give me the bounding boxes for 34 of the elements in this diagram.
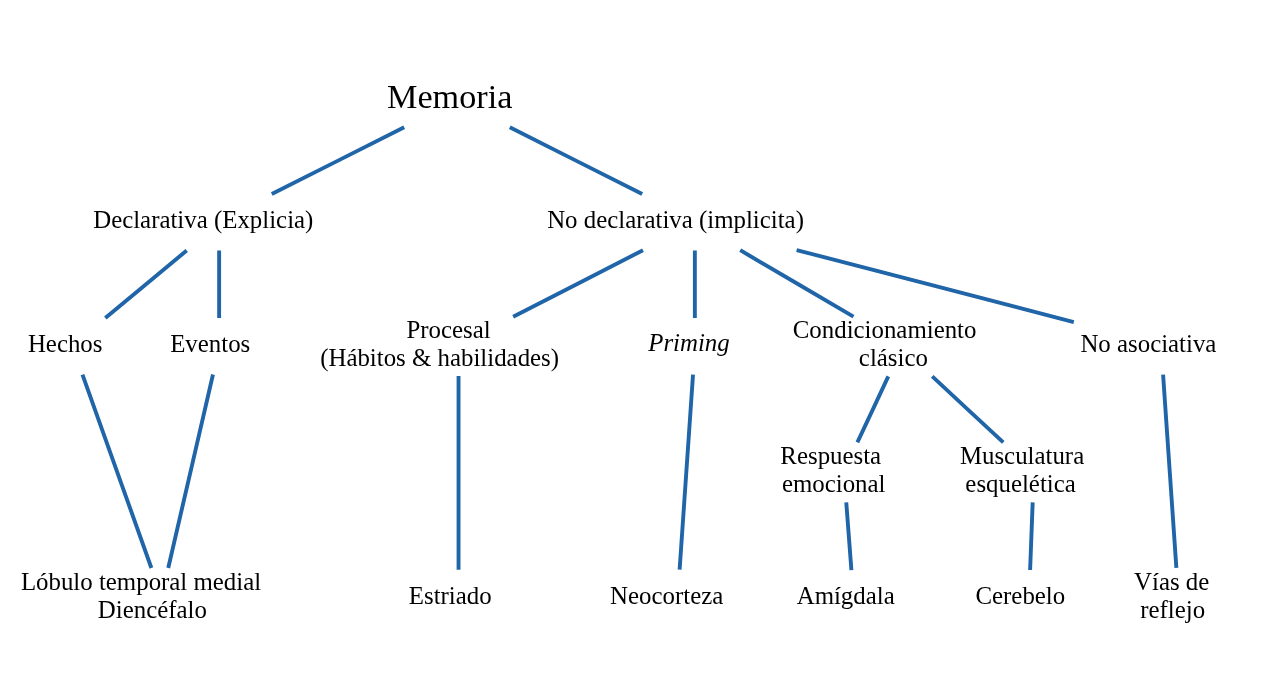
node-text: Eventos	[170, 329, 251, 357]
node-text: Estriado	[408, 581, 492, 609]
connector	[512, 247, 644, 319]
node-text: Memoria	[387, 77, 513, 115]
connector	[844, 501, 854, 570]
node-text: Priming	[648, 328, 730, 356]
connector	[1161, 373, 1179, 568]
connector	[166, 373, 215, 568]
connector	[855, 375, 891, 443]
node-text: Neocorteza	[610, 581, 724, 609]
node-text: Vías de reflejo	[1134, 567, 1210, 623]
connector	[508, 125, 644, 196]
connector	[456, 375, 461, 570]
node-text: Hechos	[27, 329, 103, 357]
connector	[796, 247, 1075, 324]
connector	[692, 250, 697, 318]
connector	[930, 374, 1005, 444]
connector	[677, 373, 695, 570]
node-text: Lóbulo temporal medial Diencéfalo	[20, 567, 262, 623]
connector	[1028, 501, 1035, 570]
node-text: Condicionamiento clásico	[792, 315, 977, 371]
node-text: No declarativa (implicita)	[547, 205, 804, 233]
connector	[270, 125, 406, 196]
node-text: Respuesta emocional	[780, 441, 886, 497]
connector	[104, 248, 188, 319]
connector	[217, 250, 222, 318]
node-text: Musculatura esquelética	[959, 441, 1085, 497]
node-text: Declarativa (Explicia)	[93, 205, 314, 233]
node-text: Cerebelo	[975, 581, 1066, 609]
connector	[80, 373, 154, 569]
connector	[739, 248, 855, 318]
node-text: No asociativa	[1080, 329, 1217, 357]
node-text: Procesal (Hábitos & habilidades)	[320, 315, 560, 371]
node-text: Amígdala	[796, 581, 895, 609]
